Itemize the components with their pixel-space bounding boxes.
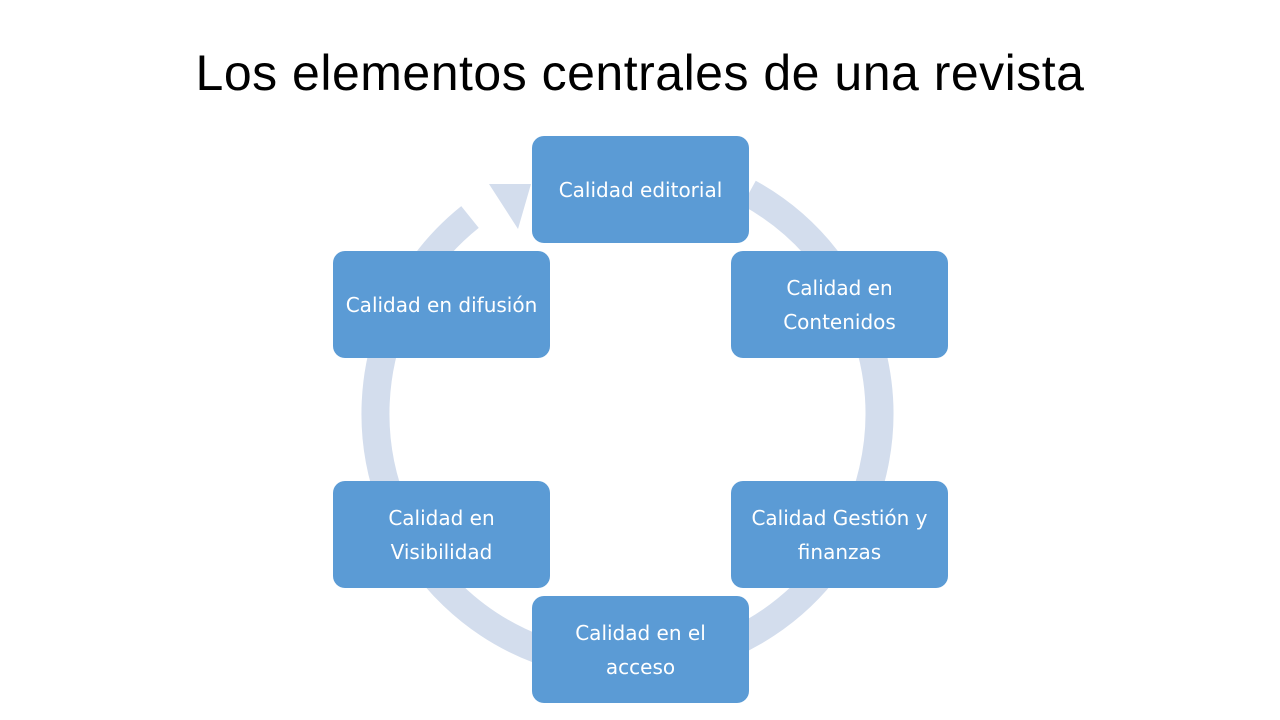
cycle-node-label: Calidad en Visibilidad: [388, 505, 495, 564]
cycle-arrowhead: [489, 184, 531, 229]
cycle-node-calidad-visibilidad: Calidad en Visibilidad: [333, 481, 550, 588]
cycle-node-label: Calidad editorial: [558, 177, 723, 202]
cycle-node-calidad-gestion: Calidad Gestión y finanzas: [731, 481, 948, 588]
cycle-node-calidad-editorial: Calidad editorial: [532, 136, 749, 243]
cycle-node-label: Calidad Gestión y finanzas: [751, 505, 928, 564]
cycle-node-label: Calidad en el acceso: [575, 620, 706, 679]
cycle-node-label: Calidad en difusión: [345, 292, 538, 317]
cycle-node-label: Calidad en Contenidos: [783, 275, 896, 334]
cycle-node-calidad-contenidos: Calidad en Contenidos: [731, 251, 948, 358]
cycle-node-calidad-acceso: Calidad en el acceso: [532, 596, 749, 703]
cycle-node-calidad-difusion: Calidad en difusión: [333, 251, 550, 358]
slide-title: Los elementos centrales de una revista: [195, 45, 1085, 101]
